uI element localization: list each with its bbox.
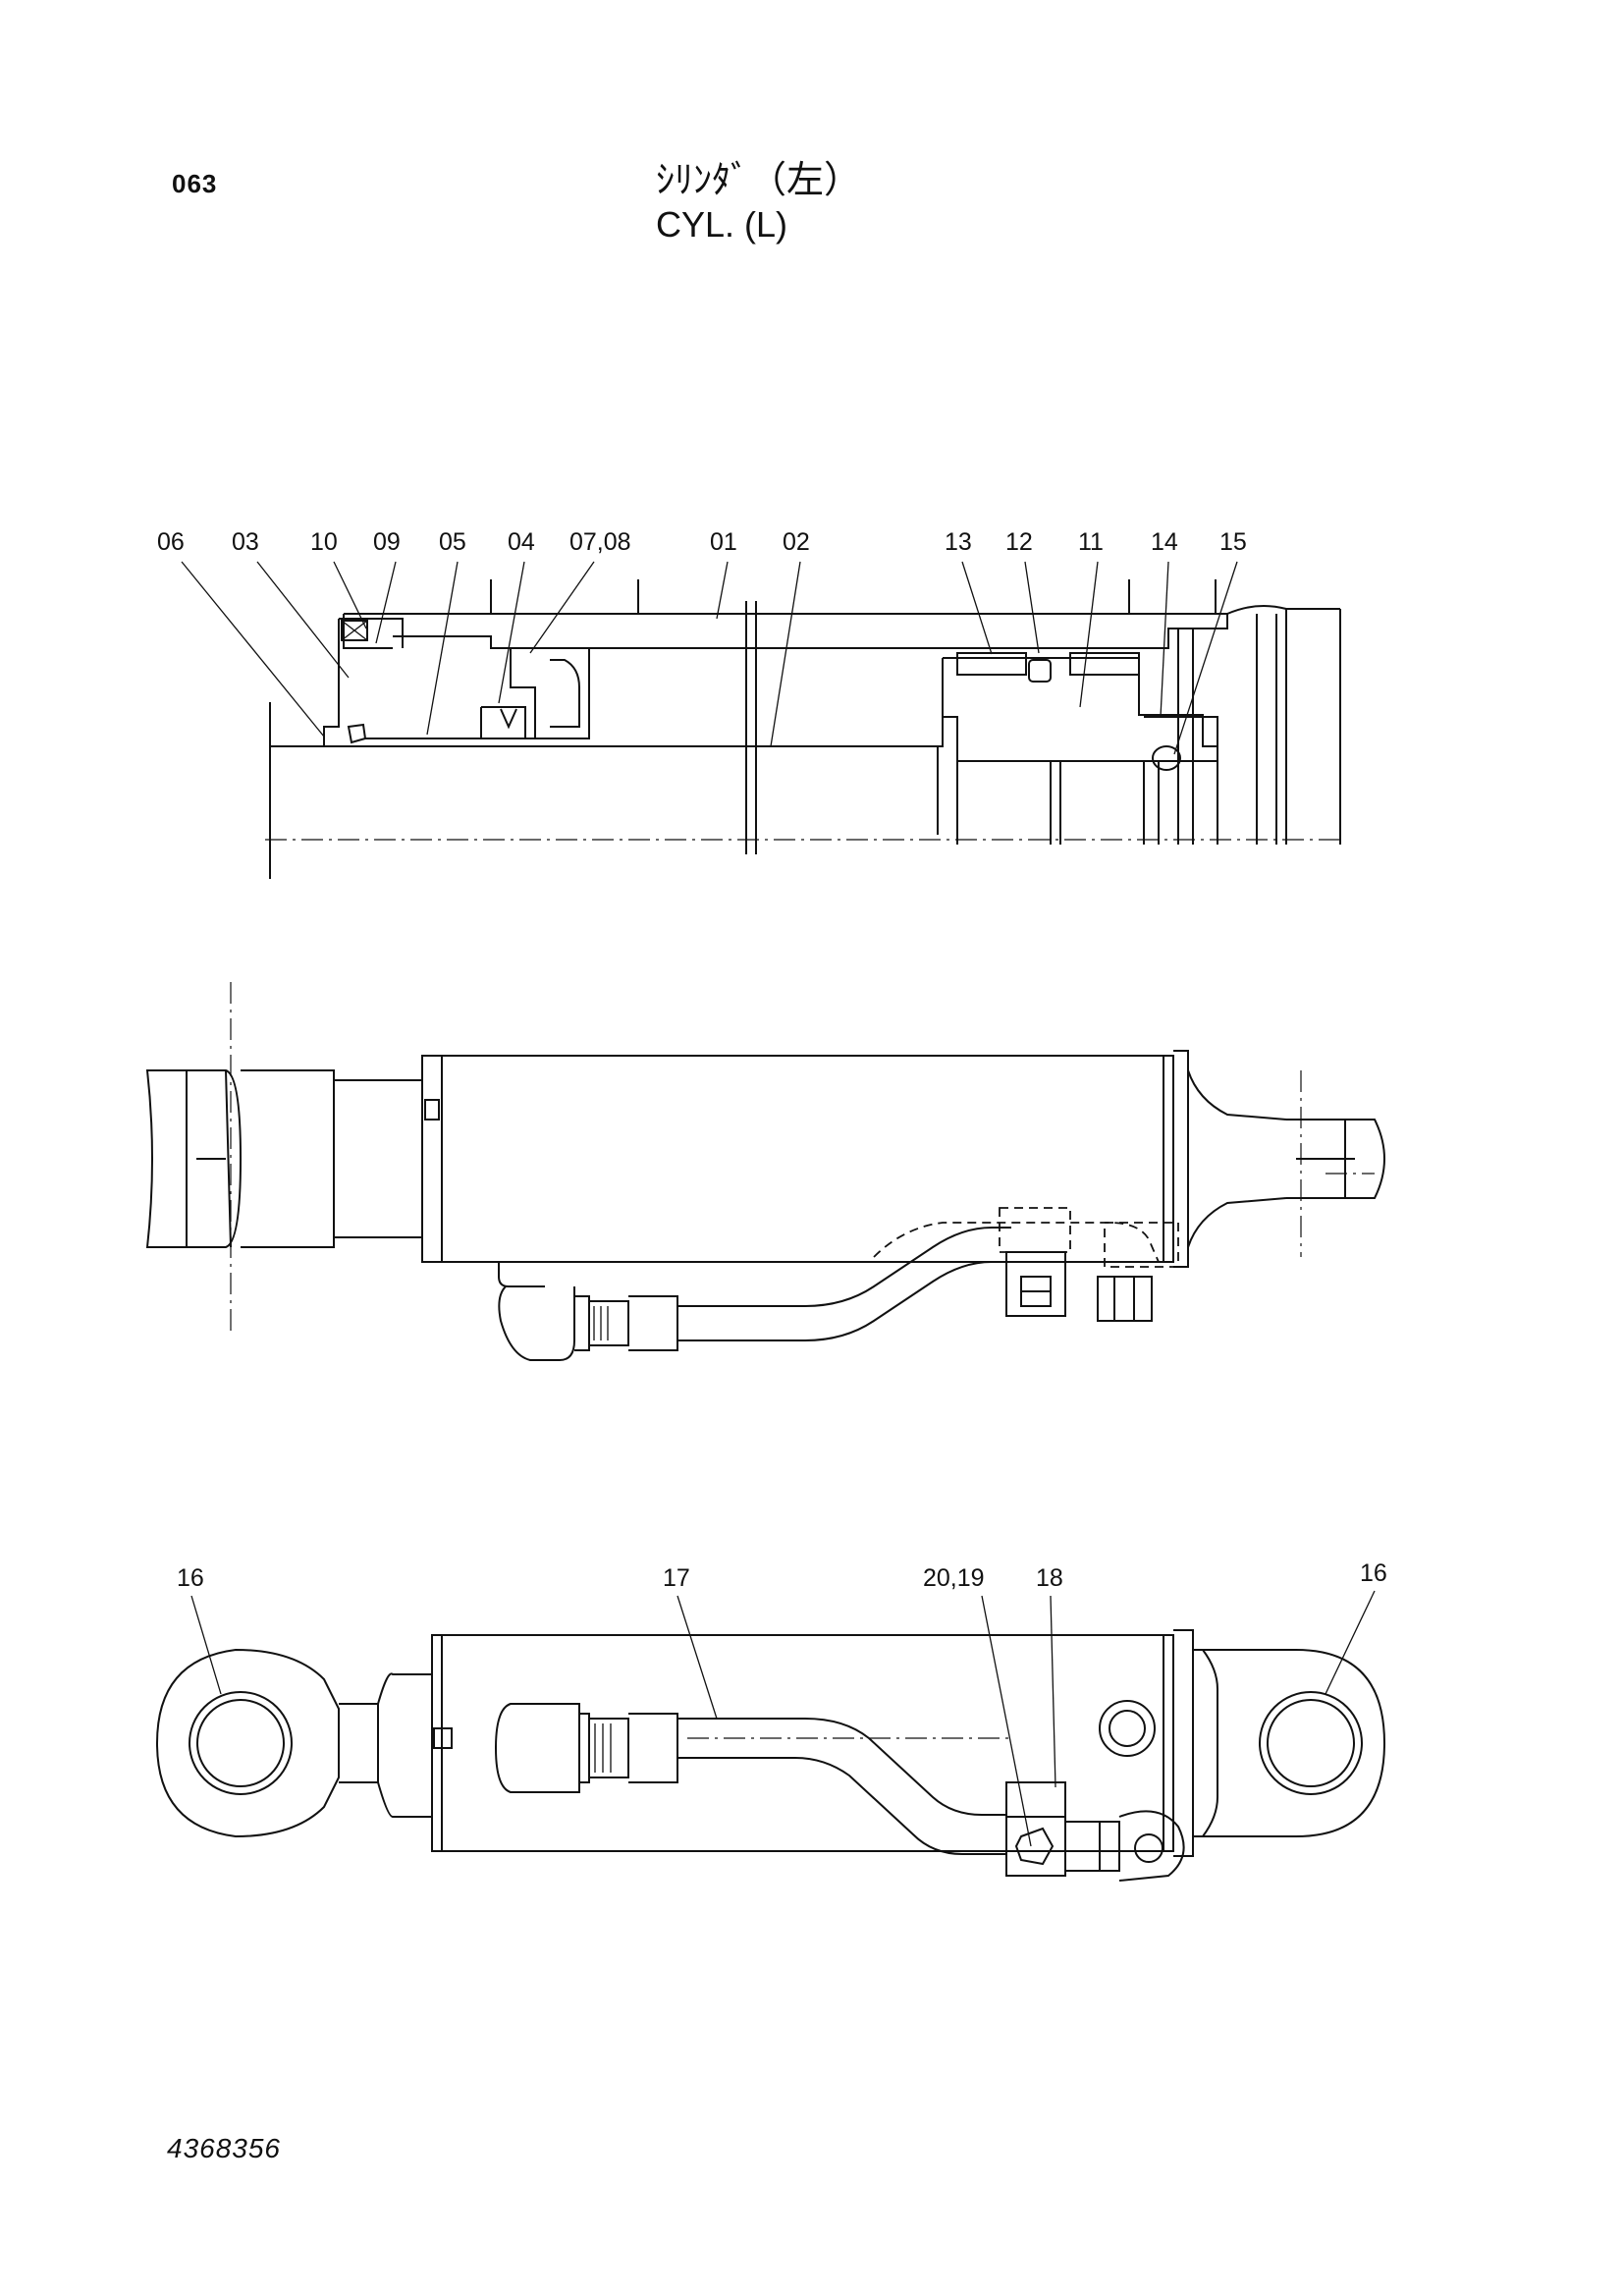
callout-label: 20,19 bbox=[923, 1564, 985, 1592]
callout-label: 13 bbox=[945, 528, 972, 556]
callout-label: 03 bbox=[232, 528, 259, 556]
callout-label: 14 bbox=[1151, 528, 1178, 556]
side-view bbox=[145, 982, 1385, 1361]
callout-label: 16 bbox=[1360, 1559, 1387, 1587]
callout-label: 15 bbox=[1219, 528, 1247, 556]
callout-label: 18 bbox=[1036, 1564, 1063, 1592]
section-view: 06 03 10 09 05 04 07,08 01 02 13 12 11 1… bbox=[157, 528, 1345, 879]
callout-label: 10 bbox=[310, 528, 338, 556]
callout-label: 07,08 bbox=[569, 528, 631, 556]
callout-label: 05 bbox=[439, 528, 466, 556]
part-code: 4368356 bbox=[167, 2133, 282, 2163]
callout-label: 17 bbox=[663, 1564, 690, 1592]
callout-label: 04 bbox=[508, 528, 535, 556]
plan-view: 16 17 20,19 18 16 bbox=[155, 1559, 1387, 1882]
callout-label: 09 bbox=[373, 528, 401, 556]
callout-label: 06 bbox=[157, 528, 185, 556]
callout-label: 12 bbox=[1005, 528, 1033, 556]
callout-label: 01 bbox=[710, 528, 737, 556]
callout-label: 02 bbox=[783, 528, 810, 556]
callout-label: 11 bbox=[1078, 528, 1104, 556]
title-japanese: ｼﾘﾝﾀﾞ（左） bbox=[656, 160, 862, 201]
page-number: 063 bbox=[172, 169, 218, 198]
title-english: CYL. (L) bbox=[656, 204, 788, 245]
callout-label: 16 bbox=[177, 1564, 204, 1592]
